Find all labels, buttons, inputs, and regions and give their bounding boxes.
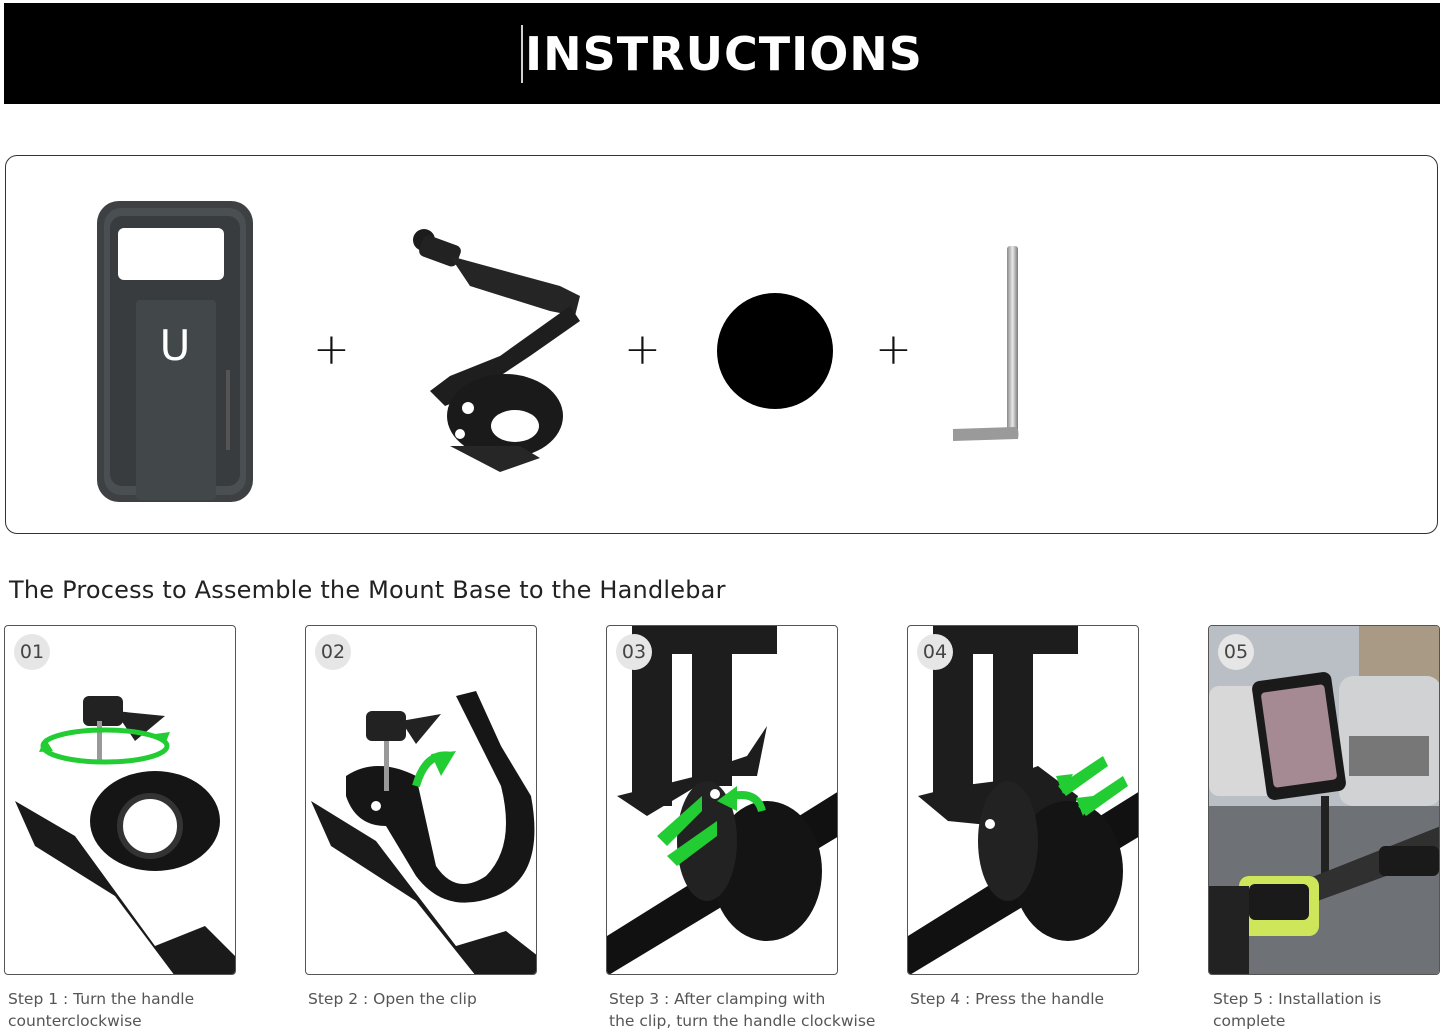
allen-key-icon — [948, 243, 1023, 448]
black-disc-icon — [715, 291, 835, 411]
parts-panel — [5, 155, 1438, 534]
caption-line: Step 5 : Installation is complete — [1213, 990, 1382, 1030]
step-3-illustration — [607, 626, 837, 974]
caption-line: Step 3 : After clamping with — [609, 990, 826, 1008]
caption-line: counterclockwise — [8, 1012, 142, 1030]
step-card-3: 03 — [606, 625, 838, 975]
step-1-illustration — [15, 696, 235, 974]
step-caption-3: Step 3 : After clamping with the clip, t… — [609, 988, 875, 1032]
step-number: 05 — [1218, 634, 1254, 670]
step-2-illustration — [311, 691, 536, 974]
svg-text:U: U — [160, 321, 191, 370]
caption-line: Step 2 : Open the clip — [308, 990, 477, 1008]
step-card-4: 04 — [907, 625, 1139, 975]
caption-line: Step 1 : Turn the handle — [8, 990, 195, 1008]
handlebar-mount-arm-icon — [410, 226, 590, 476]
plus-sign-1: + — [313, 324, 350, 375]
step-caption-1: Step 1 : Turn the handle counterclockwis… — [8, 988, 194, 1032]
section-title: The Process to Assemble the Mount Base t… — [9, 576, 726, 604]
plus-sign-3: + — [875, 324, 912, 375]
step-card-1: 01 — [4, 625, 236, 975]
caption-line: the clip, turn the handle clockwise — [609, 1012, 876, 1030]
step-number: 01 — [14, 634, 50, 670]
step-5-illustration — [1209, 626, 1439, 974]
step-number: 04 — [917, 634, 953, 670]
step-card-2: 02 — [305, 625, 537, 975]
step-caption-4: Step 4 : Press the handle — [910, 988, 1104, 1010]
step-caption-2: Step 2 : Open the clip — [308, 988, 477, 1010]
magnetic-phone-case-icon: U — [96, 200, 254, 503]
step-caption-5: Step 5 : Installation is complete — [1213, 988, 1445, 1032]
plus-sign-2: + — [624, 324, 661, 375]
step-number: 02 — [315, 634, 351, 670]
step-number: 03 — [616, 634, 652, 670]
caption-line: Step 4 : Press the handle — [910, 990, 1105, 1008]
page-title: INSTRUCTIONS — [521, 24, 923, 83]
header-bar: INSTRUCTIONS — [4, 3, 1440, 104]
step-4-illustration — [908, 626, 1138, 974]
step-card-5: 05 — [1208, 625, 1440, 975]
